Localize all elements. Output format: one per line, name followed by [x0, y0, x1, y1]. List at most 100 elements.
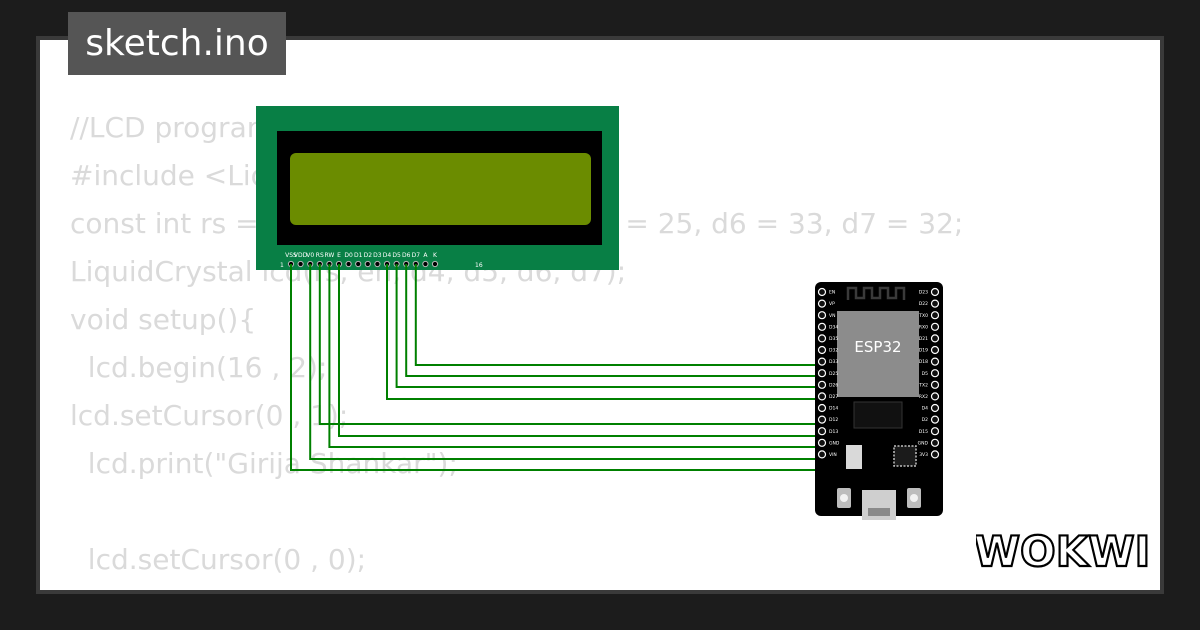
esp32-pin[interactable] — [817, 287, 827, 297]
lcd-pin-label: E — [337, 252, 341, 259]
lcd-pin[interactable] — [297, 260, 304, 268]
lcd-pin-label: D6 — [402, 252, 411, 259]
esp32-pin[interactable] — [817, 369, 827, 378]
esp32-pin[interactable] — [930, 450, 940, 459]
lcd-pin-label: D5 — [392, 252, 401, 259]
lcd-pin-label: K — [433, 252, 438, 259]
esp32-pin-label: D23 — [919, 290, 928, 296]
esp32-pin[interactable] — [817, 415, 827, 424]
esp32-antenna-icon — [846, 286, 906, 300]
lcd-screen — [290, 153, 591, 225]
lcd-pin[interactable] — [374, 260, 381, 268]
wokwi-logo-text: WOKWI — [976, 528, 1148, 574]
esp32-pin-label: D35 — [829, 336, 838, 342]
esp32-pin[interactable] — [817, 311, 827, 320]
esp32-left-pins: ENVPVND34D35D32D33D25D26D27D14D12D13GNDV… — [817, 287, 840, 459]
esp32-usb-chip — [893, 445, 917, 467]
lcd-pin-label: D7 — [412, 252, 421, 259]
esp32-pin-label: D22 — [919, 301, 928, 307]
esp32-pin[interactable] — [930, 403, 940, 413]
esp32-label: ESP32 — [854, 338, 901, 356]
lcd-pin-label: RS — [316, 252, 324, 259]
wire — [414, 264, 822, 366]
esp32-pin[interactable] — [930, 357, 940, 366]
esp32-pin[interactable] — [930, 369, 940, 378]
wokwi-logo: WOKWI — [976, 528, 1148, 574]
lcd-pin-label: D1 — [354, 252, 363, 259]
lcd-pin[interactable] — [364, 260, 371, 268]
lcd-pin-last-label: 16 — [475, 262, 483, 269]
esp32-pin-label: D13 — [829, 429, 838, 435]
esp32-pin[interactable] — [817, 427, 827, 436]
esp32-board[interactable]: ESP32 ENVPVND34D35D32D33D25D26D27D14D12D… — [815, 282, 943, 520]
esp32-pin-label: RX0 — [919, 324, 928, 330]
lcd-pin[interactable] — [422, 260, 429, 268]
esp32-pin-label: D5 — [922, 371, 928, 377]
wire — [405, 264, 822, 377]
code-line: //LCD program — [70, 111, 274, 144]
esp32-pin-label: D19 — [919, 348, 928, 354]
esp32-pin[interactable] — [817, 299, 827, 308]
esp32-pin[interactable] — [930, 287, 940, 297]
esp32-pin[interactable] — [817, 392, 827, 401]
wire — [290, 264, 940, 471]
esp32-pin[interactable] — [930, 438, 940, 447]
code-line: lcd.setCursor(0 , 0); — [70, 543, 367, 576]
lcd-pin-first-label: 1 — [280, 262, 284, 269]
esp32-pin-label: VP — [829, 301, 835, 307]
esp32-pin[interactable] — [817, 450, 827, 459]
code-line: lcd.print("Girija Shankar"); — [70, 447, 458, 480]
esp32-pin-label: VN — [829, 313, 835, 319]
esp32-pin[interactable] — [817, 357, 827, 366]
lcd-pin-label: VDD — [294, 252, 308, 259]
esp32-pin[interactable] — [930, 334, 940, 343]
esp32-pin[interactable] — [930, 322, 940, 331]
esp32-pin-label: RX2 — [919, 394, 928, 400]
esp32-pin-label: TX2 — [918, 382, 928, 388]
wire — [328, 264, 822, 448]
esp32-pin[interactable] — [930, 299, 940, 308]
esp32-pin-label: D4 — [922, 406, 928, 412]
wire — [386, 264, 822, 400]
lcd-pin-label: RW — [324, 252, 334, 259]
esp32-pin[interactable] — [817, 334, 827, 343]
lcd-pin[interactable] — [355, 260, 362, 268]
esp32-pin[interactable] — [817, 322, 827, 331]
lcd-pin[interactable] — [345, 260, 352, 268]
esp32-pin[interactable] — [817, 403, 827, 413]
esp32-module — [837, 311, 919, 397]
esp32-right-pins: D23D22TX0RX0D21D19D18D5TX2RX2D4D2D15GND3… — [918, 287, 940, 459]
lcd-pin-label: A — [423, 252, 428, 259]
esp32-pin-label: D2 — [922, 417, 928, 423]
esp32-pin-label: D26 — [829, 382, 838, 388]
en-button-cap — [840, 494, 848, 502]
sketch-title: sketch.ino — [68, 12, 286, 75]
esp32-pin[interactable] — [930, 380, 940, 389]
esp32-regulator — [846, 445, 862, 469]
esp32-pin[interactable] — [817, 380, 827, 389]
esp32-pin-label: D33 — [829, 359, 838, 365]
esp32-shield-detail — [853, 401, 903, 429]
wire — [338, 264, 822, 437]
esp32-pin-label: D14 — [829, 406, 838, 412]
lcd-pin-label: VSS — [285, 252, 297, 259]
esp32-pin[interactable] — [930, 345, 940, 355]
boot-button-cap — [910, 494, 918, 502]
esp32-pin[interactable] — [930, 311, 940, 320]
esp32-pin-label: D21 — [919, 336, 928, 342]
esp32-pin[interactable] — [930, 415, 940, 424]
lcd-pin[interactable] — [431, 260, 439, 268]
code-line: void setup(){ — [70, 303, 257, 336]
esp32-pin-label: VIN — [829, 452, 837, 458]
esp32-pin[interactable] — [930, 427, 940, 436]
esp32-pin[interactable] — [930, 392, 940, 401]
esp32-pin-label: GND — [918, 440, 929, 446]
esp32-pin-label: D12 — [829, 417, 838, 423]
lcd-pin-label: V0 — [306, 252, 314, 259]
wires — [290, 264, 940, 471]
lcd-pin-label: D2 — [364, 252, 373, 259]
esp32-pin[interactable] — [817, 345, 827, 355]
esp32-pin[interactable] — [817, 438, 827, 447]
